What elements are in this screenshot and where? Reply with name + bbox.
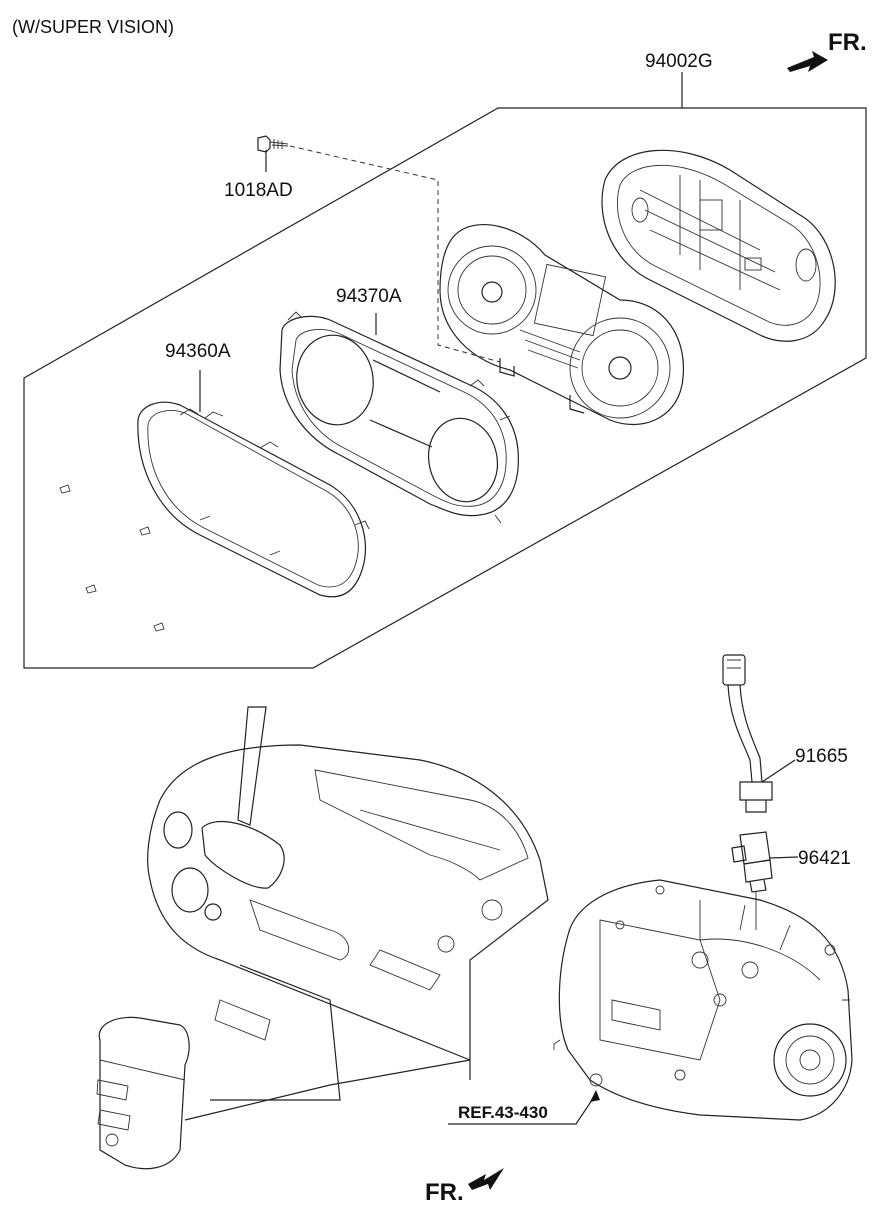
part-label-91665: 91665 — [795, 746, 848, 767]
front-arrow-icon — [468, 1168, 504, 1190]
front-arrow-bottom: FR. — [425, 1168, 504, 1206]
part-label-94370a: 94370A — [336, 286, 402, 307]
speed-sensor-harness-part — [722, 654, 796, 813]
assembly-boundary — [23, 107, 867, 669]
dashboard-illustration — [96, 706, 549, 1170]
cluster-housing-part — [279, 311, 519, 524]
part-label-96421: 96421 — [798, 848, 851, 869]
part-label-94360a: 94360A — [165, 341, 231, 362]
rear-housing-part — [601, 149, 836, 342]
header-label: (W/SUPER VISION) — [12, 17, 174, 37]
front-arrow-icon — [787, 51, 828, 72]
gauge-face-part — [439, 224, 684, 426]
speed-sensor-part — [731, 831, 799, 930]
front-marker-bottom: FR. — [425, 1179, 464, 1206]
part-label-94002g: 94002G — [645, 51, 713, 72]
screw-part — [257, 135, 501, 363]
reference-arrow-icon — [590, 1090, 600, 1102]
part-label-1018ad: 1018AD — [224, 180, 293, 201]
pointer-wedge — [237, 706, 267, 826]
transmission-part — [553, 879, 853, 1121]
front-arrow-top: FR. — [787, 29, 867, 72]
cluster-glass-part — [59, 370, 370, 632]
reference-label: REF.43-430 — [458, 1103, 548, 1122]
front-marker-top: FR. — [828, 29, 867, 56]
reference-leader — [448, 1090, 600, 1125]
